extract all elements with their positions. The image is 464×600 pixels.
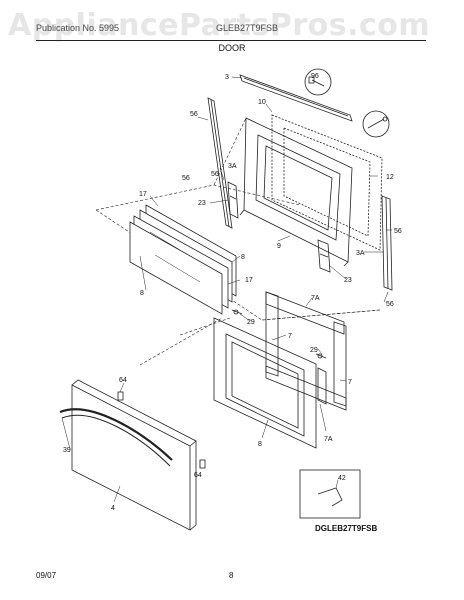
callout-17: 17: [139, 191, 147, 198]
watermark: AppliancePartsPros.com: [8, 8, 431, 43]
callout-64: 64: [119, 377, 127, 384]
callout-8: 8: [140, 290, 144, 297]
callout-12: 12: [386, 174, 394, 181]
section-title: DOOR: [218, 43, 246, 53]
callout-29: 29: [310, 347, 318, 354]
callout-10: 10: [258, 99, 266, 106]
diagram-model-code: DGLEB27T9FSB: [315, 524, 378, 533]
left-side-trim: [207, 97, 233, 229]
callout-8: 8: [258, 441, 262, 448]
callout-56: 56: [190, 111, 198, 118]
callout-3a: 3A: [356, 250, 365, 257]
footer-date: 09/07: [36, 571, 57, 580]
screw-96-callout: [304, 68, 332, 96]
page-number: 8: [229, 571, 234, 580]
callout-39: 39: [63, 447, 71, 454]
clip-42-box: [299, 469, 361, 519]
callout-56: 56: [386, 301, 394, 308]
hinge-right: [317, 239, 331, 273]
hinge-left: [227, 181, 239, 219]
callout-96: 96: [311, 73, 319, 80]
leader-lines: [61, 76, 392, 503]
model-number: GLEB27T9FSB: [216, 23, 279, 33]
callout-56: 56: [211, 171, 219, 178]
inner-door-panel: [239, 117, 353, 267]
glass-panels: [129, 204, 237, 315]
callout-56: 56: [182, 175, 190, 182]
callout-8: 8: [241, 254, 245, 261]
callout-56: 56: [394, 228, 402, 235]
callout-17: 17: [245, 277, 253, 284]
callout-7a: 7A: [324, 436, 333, 443]
door-gasket-frame: [271, 114, 383, 251]
callout-7: 7: [288, 333, 292, 340]
callout-64: 64: [194, 472, 202, 479]
inner-door-frame: [213, 317, 317, 449]
door-handle: [59, 408, 173, 467]
insulation-pads: [265, 291, 347, 411]
callout-9: 9: [277, 243, 281, 250]
top-trim-bar: [239, 74, 353, 122]
callout-42: 42: [338, 475, 346, 482]
callout-29: 29: [247, 319, 255, 326]
callout-23: 23: [198, 200, 206, 207]
callout-7: 7: [348, 379, 352, 386]
callout-3: 3: [225, 74, 229, 81]
outer-door-panel: [71, 379, 197, 531]
publication-number: Publication No. 5995: [36, 23, 120, 33]
callout-4: 4: [111, 505, 115, 512]
callout-3a: 3A: [228, 163, 237, 170]
header-rule: [36, 40, 426, 41]
screw-10-callout: [362, 110, 390, 138]
callout-7a: 7A: [311, 295, 320, 302]
right-side-trim: [381, 195, 393, 291]
screws-29: [231, 309, 327, 359]
callout-23: 23: [344, 277, 352, 284]
